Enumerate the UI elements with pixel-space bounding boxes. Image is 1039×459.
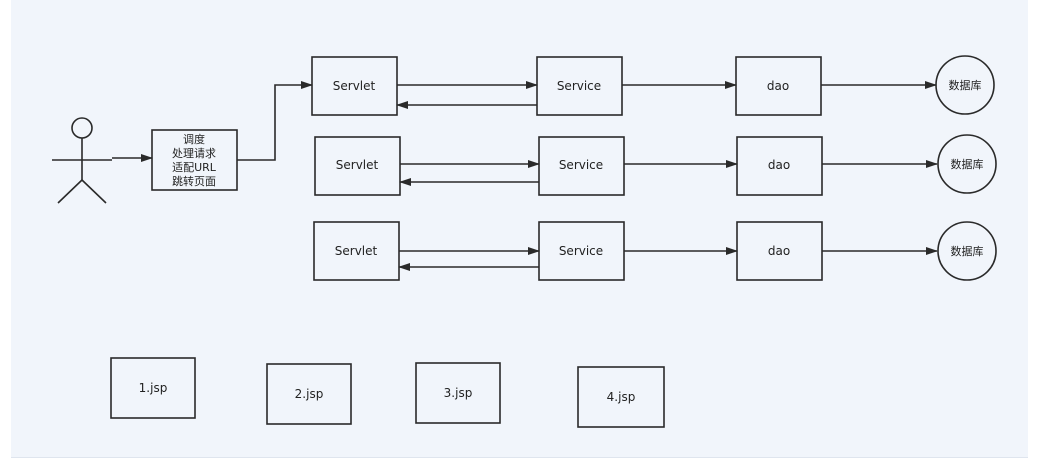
database-circle: [935, 55, 995, 115]
servlet-label: Servlet: [335, 244, 378, 258]
dao-label: dao: [767, 79, 789, 93]
dao-label: dao: [768, 244, 790, 258]
diagram-canvas: [11, 0, 1028, 458]
dao-box: [736, 136, 823, 196]
jsp-box: [577, 366, 665, 428]
servlet-label: Servlet: [333, 79, 376, 93]
servlet-label: Servlet: [336, 158, 379, 172]
dispatcher-line: 处理请求: [172, 147, 216, 160]
flow-row-3: Servlet Service dao 数据库: [313, 221, 997, 281]
jsp-pages: 1.jsp 2.jsp 3.jsp 4.jsp: [110, 357, 665, 428]
database-circle: [937, 134, 997, 194]
jsp-label: 2.jsp: [295, 387, 324, 401]
jsp-box: [266, 363, 352, 425]
service-box: [536, 56, 623, 116]
jsp-box: [110, 357, 196, 419]
service-label: Service: [557, 79, 601, 93]
dispatcher-line: 适配URL: [172, 161, 217, 174]
dao-label: dao: [768, 158, 790, 172]
flow-row-2: Servlet Service dao 数据库: [314, 134, 997, 196]
service-label: Service: [559, 158, 603, 172]
jsp-label: 4.jsp: [607, 390, 636, 404]
database-label: 数据库: [949, 78, 982, 92]
jsp-box: [415, 362, 501, 424]
user-actor-icon: [52, 117, 112, 204]
dispatcher-box: 调度 处理请求 适配URL 跳转页面: [151, 129, 238, 191]
database-label: 数据库: [951, 244, 984, 258]
servlet-box: [311, 56, 398, 116]
dispatcher-to-servlet-arrow: [237, 81, 313, 161]
dispatcher-line: 跳转页面: [172, 174, 216, 188]
jsp-label: 1.jsp: [139, 381, 168, 395]
service-box: [538, 136, 625, 196]
dao-box: [735, 56, 822, 116]
flow-row-1: Servlet Service dao 数据库: [311, 55, 995, 116]
jsp-label: 3.jsp: [444, 386, 473, 400]
service-label: Service: [559, 244, 603, 258]
database-label: 数据库: [951, 157, 984, 171]
dispatcher-line: 调度: [183, 132, 205, 146]
database-circle: [937, 221, 997, 281]
servlet-box: [314, 136, 401, 196]
